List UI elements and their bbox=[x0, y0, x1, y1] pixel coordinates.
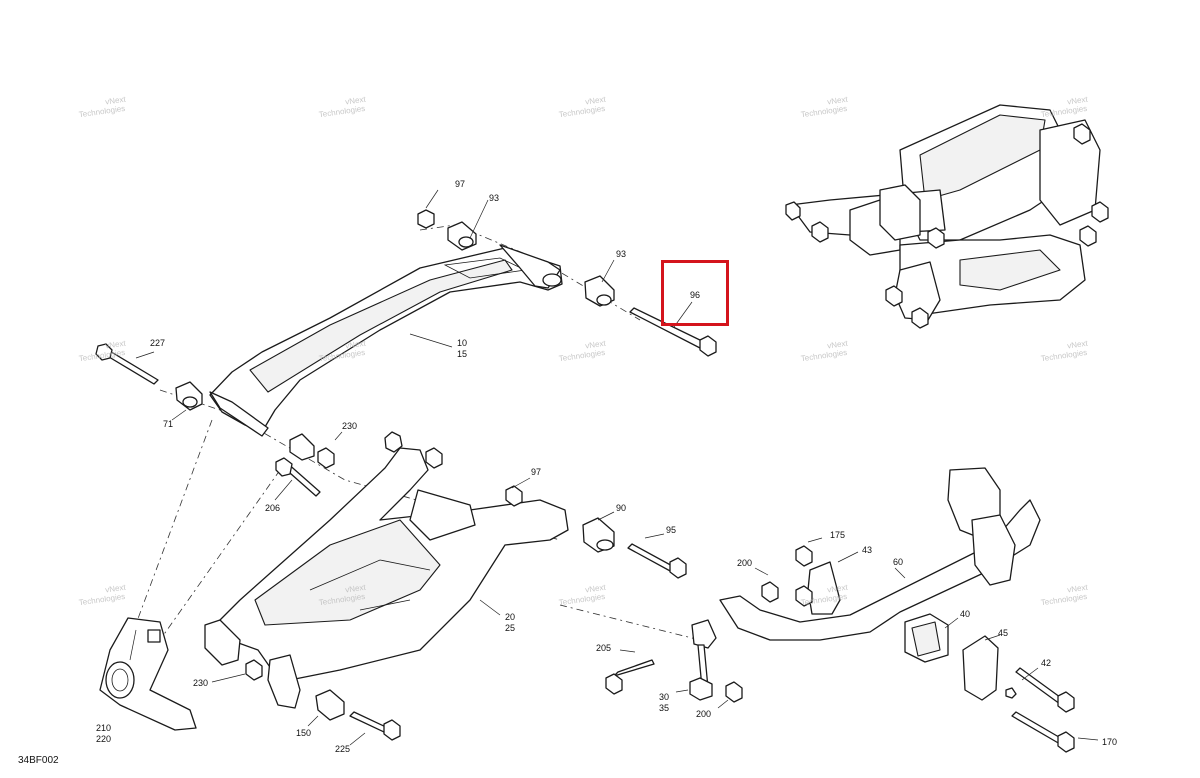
callout-60[interactable]: 60 bbox=[893, 557, 904, 567]
upper-arm-hardware bbox=[95, 209, 717, 411]
callout-90[interactable]: 90 bbox=[616, 503, 627, 513]
highlight-box[interactable] bbox=[661, 260, 729, 326]
callout-43[interactable]: 43 bbox=[862, 545, 873, 555]
knuckle bbox=[99, 617, 197, 731]
leader-lines bbox=[129, 189, 1099, 746]
assembly-view bbox=[785, 104, 1109, 329]
stabilizer-bar bbox=[605, 467, 1075, 753]
callout-42[interactable]: 42 bbox=[1041, 658, 1052, 668]
callout-20[interactable]: 20 bbox=[505, 612, 516, 622]
callout-35[interactable]: 35 bbox=[659, 703, 670, 713]
callout-96[interactable]: 96 bbox=[690, 290, 701, 300]
callout-170[interactable]: 170 bbox=[1102, 737, 1118, 747]
callout-230[interactable]: 230 bbox=[342, 421, 358, 431]
callout-15[interactable]: 15 bbox=[457, 349, 468, 359]
callout-225[interactable]: 225 bbox=[335, 744, 351, 754]
callout-10[interactable]: 10 bbox=[457, 338, 468, 348]
lower-a-arm bbox=[204, 431, 569, 709]
callout-95[interactable]: 95 bbox=[666, 525, 677, 535]
figure-code: 34BF002 bbox=[18, 755, 59, 766]
callout-93[interactable]: 93 bbox=[616, 249, 627, 259]
callout-230[interactable]: 230 bbox=[193, 678, 209, 688]
callout-220[interactable]: 220 bbox=[96, 734, 112, 744]
callout-45[interactable]: 45 bbox=[998, 628, 1009, 638]
callout-200[interactable]: 200 bbox=[737, 558, 753, 568]
callout-93[interactable]: 93 bbox=[489, 193, 500, 203]
callout-200[interactable]: 200 bbox=[696, 709, 712, 719]
callout-210[interactable]: 210 bbox=[96, 723, 112, 733]
callout-206[interactable]: 206 bbox=[265, 503, 281, 513]
upper-a-arm bbox=[209, 244, 563, 437]
callout-175[interactable]: 175 bbox=[830, 530, 846, 540]
callout-25[interactable]: 25 bbox=[505, 623, 516, 633]
callout-30[interactable]: 30 bbox=[659, 692, 670, 702]
callout-97[interactable]: 97 bbox=[455, 179, 466, 189]
callout-97[interactable]: 97 bbox=[531, 467, 542, 477]
callout-40[interactable]: 40 bbox=[960, 609, 971, 619]
callout-71[interactable]: 71 bbox=[163, 419, 174, 429]
callout-150[interactable]: 150 bbox=[296, 728, 312, 738]
lower-arm-hardware bbox=[245, 433, 687, 741]
callout-227[interactable]: 227 bbox=[150, 338, 166, 348]
callout-205[interactable]: 205 bbox=[596, 643, 612, 653]
